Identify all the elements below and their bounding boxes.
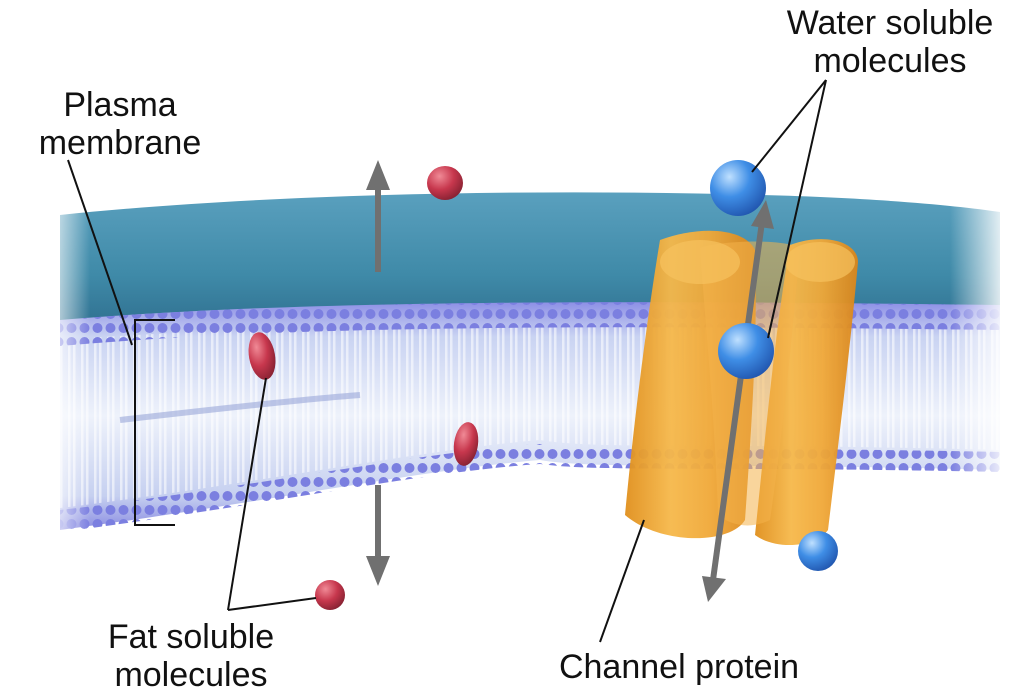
plasma-membrane-label-line1: Plasma (20, 86, 220, 124)
fat-soluble-label-line1: Fat soluble (86, 618, 296, 656)
fat-molecule (315, 580, 345, 610)
right-edge-fade (950, 180, 1010, 500)
water-molecule (710, 160, 766, 216)
fat-molecule (427, 166, 463, 200)
channel-protein-label: Channel protein (534, 648, 824, 686)
fat-soluble-label: Fat soluble molecules (86, 618, 296, 694)
plasma-membrane-label: Plasma membrane (20, 86, 220, 162)
leader-fat-lower (228, 598, 316, 610)
diffusion-arrow-down (366, 485, 390, 586)
water-molecule (798, 531, 838, 571)
leader-channel-protein (600, 520, 644, 642)
water-soluble-label-line2: molecules (770, 42, 1010, 80)
water-molecule (718, 323, 774, 379)
water-soluble-label-line1: Water soluble (770, 4, 1010, 42)
fat-soluble-label-line2: molecules (86, 656, 296, 694)
lipid-tails (60, 324, 1000, 508)
water-soluble-label: Water soluble molecules (770, 4, 1010, 80)
plasma-membrane-label-line2: membrane (20, 124, 220, 162)
left-edge-fade (40, 180, 90, 550)
